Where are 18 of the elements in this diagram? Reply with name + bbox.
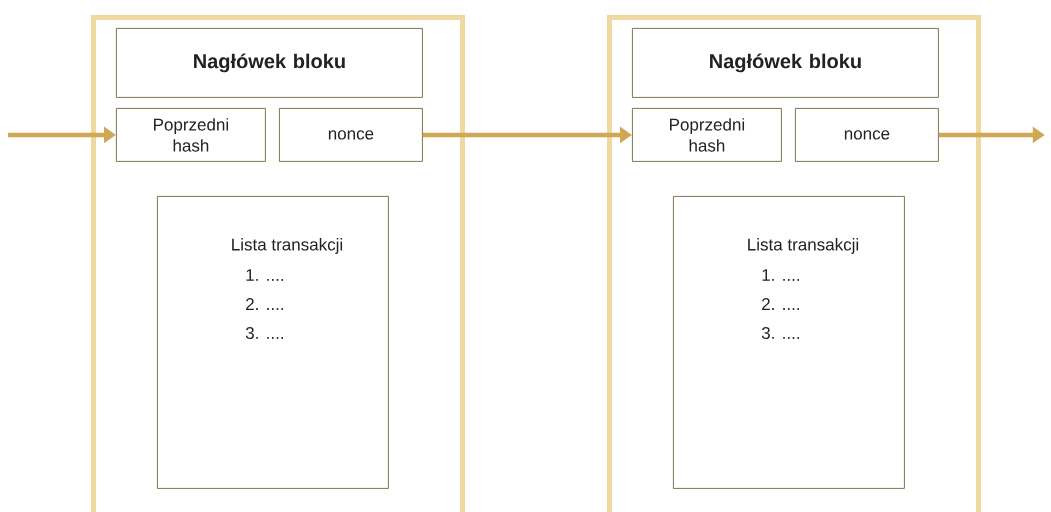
field-box: nonce: [795, 108, 939, 162]
field-box: Poprzedni hash: [116, 108, 266, 162]
field-box: Poprzedni hash: [632, 108, 782, 162]
transaction-list-box: [673, 196, 905, 489]
list-title: Lista transakcji: [232, 238, 343, 254]
list-item: 1. ....: [246, 269, 283, 281]
transaction-list-box: [157, 196, 389, 489]
block-frame: [607, 15, 981, 512]
list-item: 2. ....: [762, 298, 799, 310]
field-box: nonce: [279, 108, 423, 162]
list-item: 3. ....: [761, 327, 799, 340]
block-frame: [91, 15, 465, 512]
header-box: Nagłówek bloku: [632, 28, 939, 98]
list-item: 2. ....: [246, 298, 283, 310]
list-title: Lista transakcji: [748, 238, 859, 254]
list-item: 3. ....: [245, 327, 283, 340]
list-item: 1. ....: [762, 269, 799, 281]
header-box: Nagłówek bloku: [116, 28, 423, 98]
